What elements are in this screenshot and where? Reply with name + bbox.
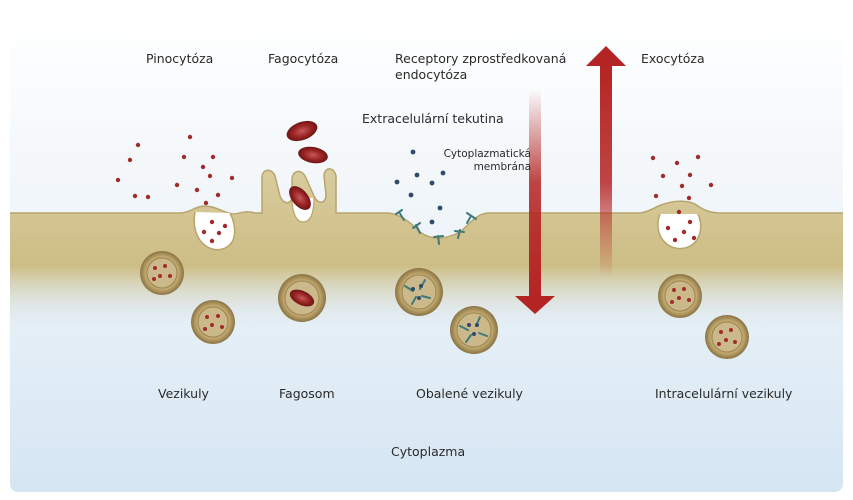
- label-cytoplasmic-membrane: Cytoplazmatická membrána: [425, 148, 531, 174]
- phagosome-vesicle: [278, 274, 326, 322]
- exocytosis-particles: [650, 154, 714, 243]
- vesicle-pinocytosis-1: [140, 251, 184, 295]
- label-intracellular-vesicles: Intracelulární vezikuly: [655, 386, 793, 401]
- coated-vesicle-1: [395, 268, 443, 316]
- label-cytoplasm: Cytoplazma: [391, 444, 466, 459]
- exocytosis-arrow-up: [586, 46, 626, 278]
- label-extracellular-fluid: Extracelulární tekutina: [362, 111, 504, 126]
- label-vesicles: Vezikuly: [158, 386, 209, 401]
- membrane-outline: [10, 168, 843, 239]
- label-cytoplasmic-membrane-line1: Cytoplazmatická: [443, 148, 531, 160]
- intracellular-vesicle-2: [705, 315, 749, 359]
- label-phagosome: Fagosom: [279, 386, 335, 401]
- label-receptor-endocytosis-line1: Receptory zprostředkovaná: [395, 51, 567, 66]
- label-exocytosis: Exocytóza: [641, 51, 705, 66]
- label-cytoplasmic-membrane-line2: membrána: [473, 161, 531, 173]
- label-coated-vesicles: Obalené vezikuly: [416, 386, 523, 401]
- coated-vesicle-2: [450, 306, 498, 354]
- endocytosis-arrow-down: [515, 90, 555, 314]
- label-receptor-endocytosis: Receptory zprostředkovaná endocytóza: [395, 51, 566, 83]
- label-receptor-endocytosis-line2: endocytóza: [395, 67, 468, 82]
- label-pinocytosis: Pinocytóza: [146, 51, 214, 66]
- receptor-ligands: [394, 149, 446, 225]
- pinocytosis-pocket: [193, 211, 236, 251]
- pinocytosis-particles: [115, 134, 235, 244]
- membrane-receptors: [395, 209, 477, 245]
- label-phagocytosis: Fagocytóza: [268, 51, 339, 66]
- phagocytosis-cells: [286, 120, 328, 210]
- vesicle-pinocytosis-2: [191, 300, 235, 344]
- intracellular-vesicle-1: [658, 274, 702, 318]
